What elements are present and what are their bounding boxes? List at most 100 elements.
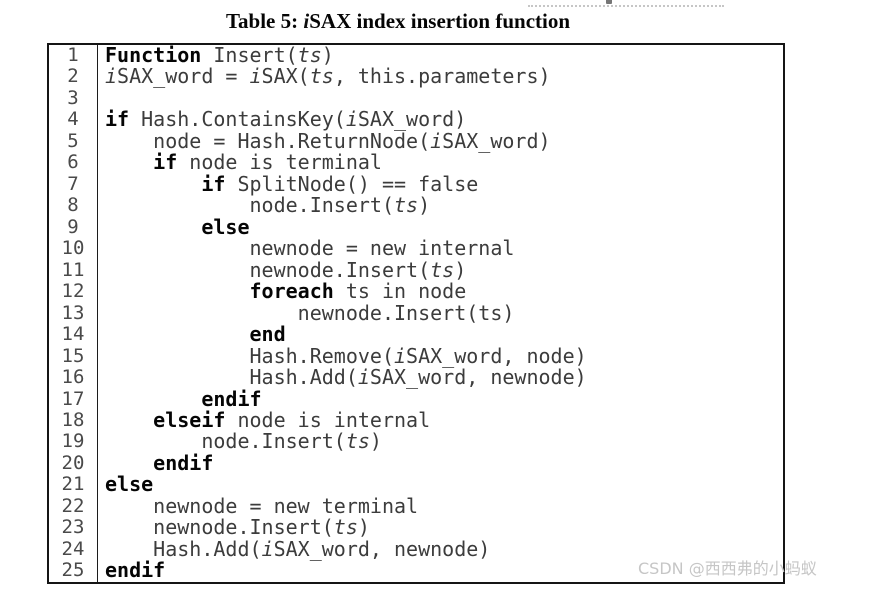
code-line: 6 if node is terminal: [49, 151, 783, 174]
text-segment: SAX_word): [357, 107, 467, 132]
text-segment: i: [261, 536, 274, 561]
text-segment: ): [418, 193, 431, 218]
line-number: 8: [49, 194, 98, 217]
code-line: 10 newnode = new internal: [49, 237, 783, 260]
code-text: node.Insert(ts): [98, 431, 382, 452]
code-text: endif: [98, 386, 262, 411]
line-number: 21: [49, 473, 98, 496]
text-segment: node is terminal: [177, 150, 382, 175]
text-segment: SAX_word, newnode): [369, 365, 587, 390]
text-segment: i: [105, 64, 118, 89]
line-number: 18: [49, 409, 98, 432]
text-segment: ts: [430, 257, 455, 282]
text-segment: ts: [309, 64, 334, 89]
code-text: newnode = new internal: [98, 238, 514, 259]
code-text: [98, 88, 105, 109]
text-segment: node = Hash.ReturnNode(: [105, 128, 431, 153]
code-line: 3: [49, 87, 783, 110]
code-line: 20 endif: [49, 450, 783, 475]
text-segment: endif: [105, 558, 166, 583]
text-segment: i: [345, 107, 358, 132]
code-text: newnode.Insert(ts): [98, 257, 467, 282]
line-number: 2: [49, 65, 98, 88]
text-segment: i: [393, 343, 407, 368]
text-segment: i: [430, 128, 443, 153]
text-segment: Hash.ContainsKey(: [129, 107, 346, 132]
text-segment: Hash.Remove(: [105, 343, 394, 368]
text-segment: node is internal: [225, 407, 431, 432]
text-segment: SplitNode() == false: [225, 171, 479, 196]
line-number: 9: [49, 216, 98, 239]
text-segment: [105, 279, 250, 303]
code-text: endif: [98, 450, 214, 475]
text-segment: [105, 408, 153, 432]
line-number: 5: [49, 130, 98, 153]
text-segment: SAX index insertion function: [309, 9, 571, 33]
text-segment: node.Insert(: [105, 429, 346, 454]
text-segment: SAX_word =: [117, 64, 250, 89]
line-number: 14: [49, 323, 98, 346]
code-line: 13 newnode.Insert(ts): [49, 300, 783, 325]
text-segment: ): [357, 515, 370, 540]
text-segment: end: [249, 322, 286, 347]
text-segment: i: [249, 64, 262, 89]
code-text: endif: [98, 560, 165, 581]
text-segment: ): [369, 429, 382, 454]
text-segment: newnode.Insert(: [105, 515, 334, 540]
code-text: elseif node is internal: [98, 407, 431, 432]
code-text: Hash.Add(iSAX_word, newnode): [98, 536, 490, 561]
text-segment: ts: [393, 193, 419, 218]
code-text: end: [98, 322, 286, 347]
text-segment: newnode.Insert(ts): [105, 300, 515, 325]
code-text: node = Hash.ReturnNode(iSAX_word): [98, 128, 550, 153]
text-segment: endif: [153, 450, 214, 475]
code-text: if SplitNode() == false: [98, 171, 479, 196]
text-segment: newnode = new terminal: [105, 493, 419, 518]
code-text: else: [98, 216, 249, 238]
line-number: 10: [49, 237, 98, 260]
line-number: 13: [49, 302, 98, 325]
text-segment: [105, 451, 153, 475]
line-number: 23: [49, 516, 98, 539]
text-segment: node.Insert(: [105, 193, 394, 218]
text-segment: newnode.Insert(: [105, 257, 431, 282]
text-segment: Function: [105, 43, 202, 67]
text-segment: SAX(: [261, 64, 310, 89]
text-segment: i: [303, 9, 310, 33]
line-number: 3: [49, 87, 98, 110]
code-text: newnode.Insert(ts): [98, 300, 515, 325]
code-line: 16 Hash.Add(iSAX_word, newnode): [49, 365, 783, 390]
code-line: 12 foreach ts in node: [49, 279, 783, 303]
text-segment: Table 5:: [225, 9, 304, 33]
code-line: 22 newnode = new terminal: [49, 493, 783, 518]
text-segment: Insert(: [201, 43, 298, 67]
code-line: 14 end: [49, 322, 783, 347]
code-line: 23 newnode.Insert(ts): [49, 515, 783, 540]
line-number: 22: [49, 495, 98, 518]
line-number: 16: [49, 366, 98, 389]
text-segment: endif: [201, 386, 262, 411]
code-text: iSAX_word = iSAX(ts, this.parameters): [98, 66, 551, 87]
code-text: node.Insert(ts): [98, 195, 430, 216]
code-text: if Hash.ContainsKey(iSAX_word): [98, 109, 466, 130]
line-number: 24: [49, 538, 98, 561]
text-segment: elseif: [153, 407, 226, 432]
code-line: 5 node = Hash.ReturnNode(iSAX_word): [49, 128, 783, 153]
line-number: 6: [49, 151, 98, 174]
text-segment: [105, 172, 201, 196]
text-segment: [105, 150, 153, 174]
code-line: 25 endif: [49, 559, 783, 582]
code-text: if node is terminal: [98, 152, 382, 173]
code-text: else: [98, 474, 153, 495]
text-segment: if: [153, 150, 178, 175]
text-segment: Hash.Add(: [105, 365, 358, 390]
line-number: 25: [49, 559, 98, 582]
line-number: 1: [49, 44, 98, 67]
text-segment: ): [454, 257, 467, 282]
text-segment: ): [321, 43, 334, 67]
code-line: 19 node.Insert(ts): [49, 430, 783, 453]
